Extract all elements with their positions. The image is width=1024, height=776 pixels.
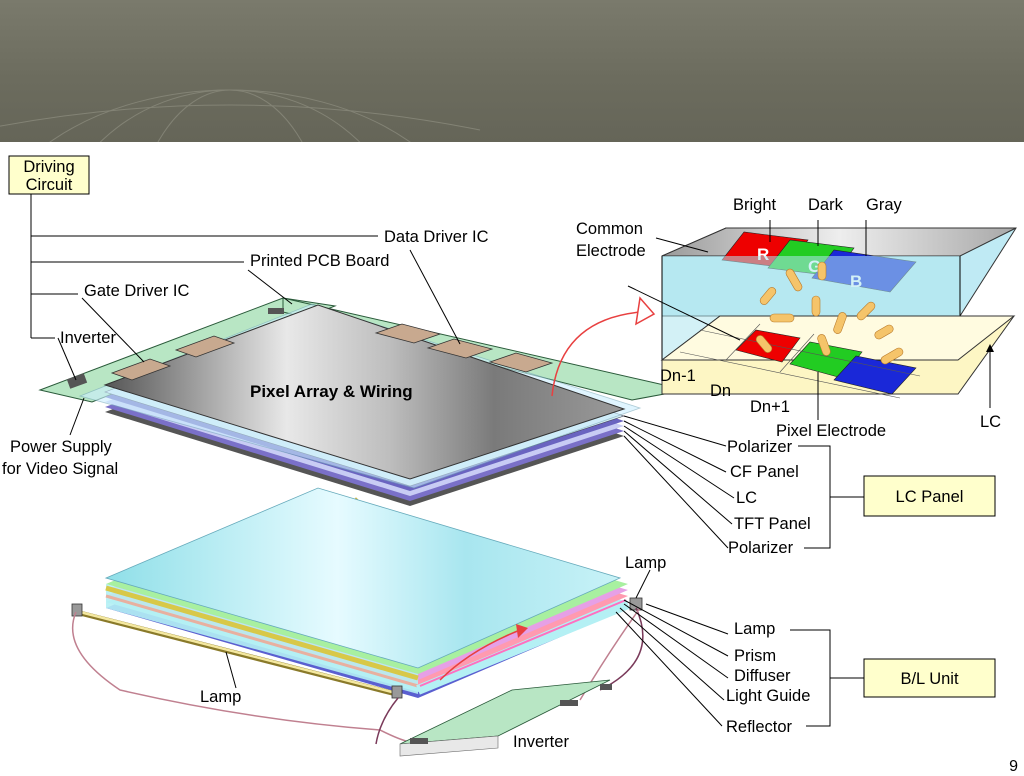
- lc-cell-zoom: R G B: [660, 220, 1017, 399]
- dn-plus-1-label: Dn+1: [750, 398, 790, 416]
- tft-panel-label: TFT Panel: [734, 515, 811, 533]
- cf-panel-label: CF Panel: [730, 463, 799, 481]
- zoom-arrow-top: [551, 311, 641, 397]
- inverter-chip-top: [66, 373, 88, 389]
- polarizer-bottom-label: Polarizer: [728, 539, 794, 557]
- lamp-layer-label: Lamp: [734, 620, 775, 638]
- inverter-board: [399, 679, 612, 757]
- power-supply-label-2: for Video Signal: [2, 460, 118, 478]
- polarizer-top-label: Polarizer: [727, 438, 793, 456]
- data-driver-ics: [374, 323, 554, 373]
- backlight-stack: [71, 487, 644, 745]
- zoom-arrow-head: [635, 296, 656, 326]
- lc-panel-leaders: [623, 415, 864, 549]
- dn-minus-1-label: Dn-1: [660, 367, 696, 385]
- bl-unit-box-label: B/L Unit: [900, 670, 958, 688]
- lamp-left-label: Lamp: [200, 688, 241, 706]
- lc-panel-box-label: LC Panel: [896, 488, 964, 506]
- page-number: 9: [1009, 758, 1018, 775]
- printed-pcb-board-label: Printed PCB Board: [250, 252, 389, 270]
- lc-panel-box: [863, 475, 996, 517]
- reflector-label: Reflector: [726, 718, 793, 736]
- prism-label: Prism: [734, 647, 776, 665]
- power-supply-label-1: Power Supply: [10, 438, 113, 456]
- driving-circuit-label-2: Circuit: [26, 176, 73, 194]
- diffuser-label: Diffuser: [734, 667, 791, 685]
- common-electrode-label-1: Common: [576, 220, 643, 238]
- lc-panel-stack: Pixel Array & Wiring: [38, 249, 687, 506]
- driving-circuit-label-1: Driving: [23, 158, 74, 176]
- slide-header: [0, 0, 1024, 142]
- driving-circuit-lines: [30, 194, 378, 339]
- lamp-right-label: Lamp: [625, 554, 666, 572]
- bright-label: Bright: [733, 196, 777, 214]
- bl-unit-box: [863, 658, 996, 698]
- backlight-leaders: [225, 569, 864, 727]
- pixel-electrode-label: Pixel Electrode: [776, 422, 886, 440]
- gray-label: Gray: [866, 196, 903, 214]
- gate-driver-ics: [110, 335, 236, 381]
- lc-layer-label: LC: [736, 489, 757, 507]
- inverter-bottom-label: Inverter: [513, 733, 569, 751]
- pixel-array-surface: [103, 304, 626, 480]
- header-globe-decoration: [0, 89, 481, 142]
- driving-circuit-box: [8, 155, 90, 195]
- dn-label: Dn: [710, 382, 731, 400]
- common-electrode-label-2: Electrode: [576, 242, 646, 260]
- pixel-array-label: Pixel Array & Wiring: [250, 382, 413, 401]
- inverter-top-label: Inverter: [60, 329, 116, 347]
- lc-cell-label: LC: [980, 413, 1001, 431]
- gate-driver-ic-label: Gate Driver IC: [84, 282, 190, 300]
- data-driver-ic-label: Data Driver IC: [384, 228, 489, 246]
- light-guide-label: Light Guide: [726, 687, 810, 705]
- dark-label: Dark: [808, 196, 844, 214]
- pcb-connector: [268, 308, 284, 314]
